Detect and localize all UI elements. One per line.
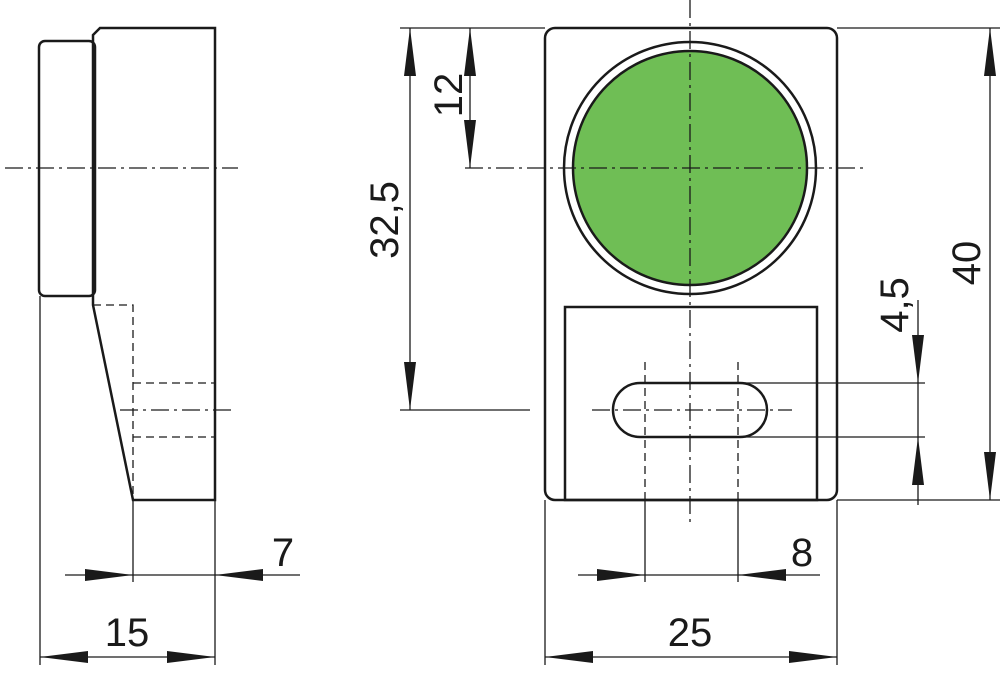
arrow <box>738 569 786 581</box>
arrow <box>912 335 924 383</box>
side-body <box>91 26 217 502</box>
arrow <box>464 120 476 168</box>
arrow <box>912 437 924 485</box>
arrow <box>404 28 416 76</box>
dim-label-32-5: 32,5 <box>363 181 407 259</box>
dim-label-15: 15 <box>105 611 150 655</box>
arrow <box>545 651 593 663</box>
lower-plate <box>563 305 819 502</box>
dim-label-8: 8 <box>791 531 813 575</box>
dim-label-40: 40 <box>945 241 989 286</box>
side-view: 7 15 <box>5 26 300 665</box>
dim-label-12: 12 <box>427 73 471 118</box>
arrow <box>40 651 88 663</box>
arrow <box>597 569 645 581</box>
arrow <box>789 651 837 663</box>
dim-label-7: 7 <box>272 531 294 575</box>
arrow <box>85 569 133 581</box>
dim-label-25: 25 <box>668 611 713 655</box>
arrow <box>215 569 263 581</box>
arrow <box>404 362 416 410</box>
arrow <box>984 28 996 76</box>
dim-label-4-5: 4,5 <box>873 277 917 333</box>
arrow <box>984 452 996 500</box>
arrow <box>464 28 476 76</box>
side-hidden-edge <box>93 304 134 500</box>
front-view: 12 32,5 40 4,5 8 25 <box>363 0 1000 665</box>
arrow <box>167 651 215 663</box>
